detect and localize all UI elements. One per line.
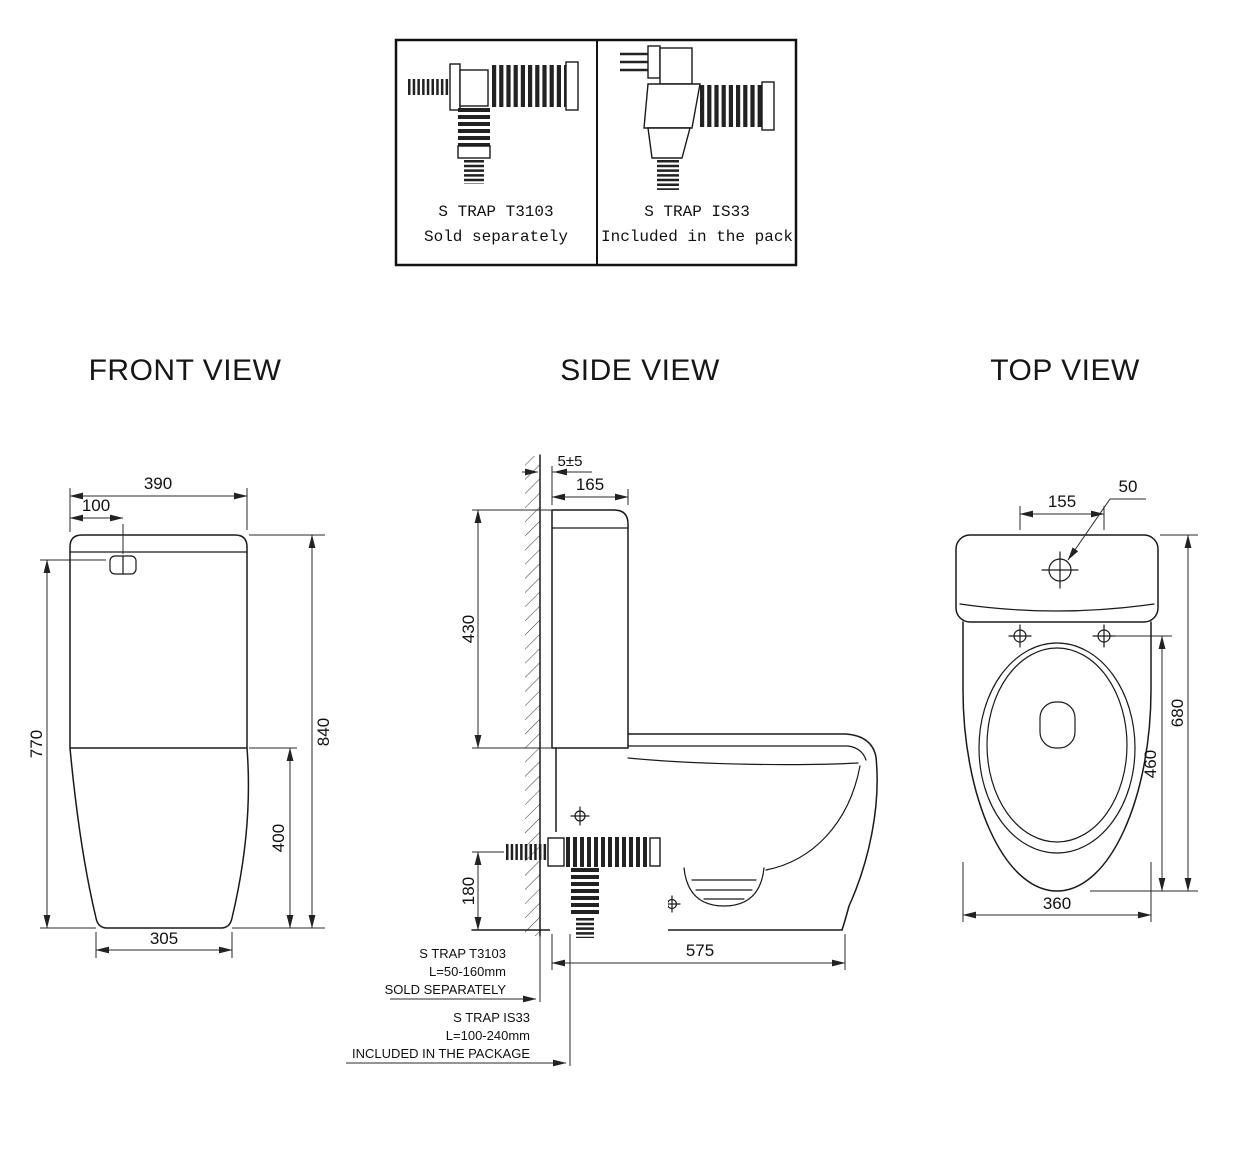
top-cistern xyxy=(955,534,1159,623)
svg-text:5±5: 5±5 xyxy=(558,453,583,470)
svg-text:50: 50 xyxy=(1119,477,1138,496)
side-dim-tank-height: 430 xyxy=(459,509,552,749)
svg-text:155: 155 xyxy=(1048,492,1076,511)
svg-text:S TRAP IS33: S TRAP IS33 xyxy=(453,1010,530,1025)
top-bowl-opening xyxy=(986,647,1128,843)
svg-text:305: 305 xyxy=(150,929,178,948)
top-inlet-hole xyxy=(1041,551,1079,589)
front-view-drawing: 390 100 770 840 400 xyxy=(27,474,333,958)
side-dim-outlet-height: 180 xyxy=(459,851,504,931)
top-outlet-hole xyxy=(1039,701,1076,749)
side-note-is33: S TRAP IS33 L=100-240mm INCLUDED IN THE … xyxy=(346,934,571,1067)
inset-t3103-availability: Sold separately xyxy=(424,228,568,246)
top-bolt-hole-right xyxy=(1092,624,1116,648)
svg-text:360: 360 xyxy=(1043,894,1071,913)
svg-text:400: 400 xyxy=(269,824,288,852)
inset-is33-availability: Included in the pack xyxy=(601,228,793,246)
svg-text:165: 165 xyxy=(576,475,604,494)
top-dim-bowl-width: 360 xyxy=(962,862,1152,922)
top-bolt-hole-left xyxy=(1008,624,1032,648)
top-dim-total-length: 680 xyxy=(1090,534,1198,892)
front-cistern xyxy=(69,534,248,749)
top-dim-bolt-spacing: 155 xyxy=(1019,492,1105,530)
side-inlet-crosshair xyxy=(570,806,590,826)
svg-text:L=100-240mm: L=100-240mm xyxy=(446,1028,530,1043)
top-dim-bowl-length: 460 xyxy=(1112,635,1172,892)
side-s-trap xyxy=(506,832,668,942)
front-pan xyxy=(69,747,250,929)
svg-text:S TRAP T3103: S TRAP T3103 xyxy=(419,946,506,961)
inset-t3103-drawing xyxy=(408,61,579,184)
top-view-title: TOP VIEW xyxy=(990,354,1140,387)
inset-t3103-code: S TRAP T3103 xyxy=(438,203,553,221)
side-bowl xyxy=(471,733,878,931)
front-view-title: FRONT VIEW xyxy=(89,354,282,387)
svg-text:180: 180 xyxy=(459,877,478,905)
side-dim-total-depth: 575 xyxy=(551,934,846,970)
inset-is33-drawing xyxy=(620,45,775,190)
front-flush-button xyxy=(109,555,137,575)
front-dim-total-height: 840 xyxy=(232,534,333,929)
side-cistern xyxy=(551,509,629,749)
svg-text:SOLD SEPARATELY: SOLD SEPARATELY xyxy=(385,982,507,997)
svg-text:575: 575 xyxy=(686,941,714,960)
svg-text:680: 680 xyxy=(1168,699,1187,727)
side-note-t3103: S TRAP T3103 L=50-160mm SOLD SEPARATELY xyxy=(385,934,541,1003)
front-dim-base-height: 400 xyxy=(249,747,297,929)
front-dim-tank-width: 390 xyxy=(69,474,248,532)
side-view-drawing: 5±5 165 430 180 575 S TR xyxy=(346,453,878,1067)
svg-text:390: 390 xyxy=(144,474,172,493)
svg-text:INCLUDED IN THE PACKAGE: INCLUDED IN THE PACKAGE xyxy=(352,1046,530,1061)
wall-hatch xyxy=(525,456,540,936)
front-dim-bowl-height: 770 xyxy=(27,559,106,929)
top-seat-outline xyxy=(962,621,1152,892)
svg-text:L=50-160mm: L=50-160mm xyxy=(429,964,506,979)
side-view-title: SIDE VIEW xyxy=(560,354,720,387)
top-seat-ring xyxy=(978,642,1136,854)
side-dim-tank-depth: 165 xyxy=(551,475,629,505)
inset-box: S TRAP T3103 Sold separately S TRAP IS33… xyxy=(394,38,798,267)
svg-text:770: 770 xyxy=(27,730,46,758)
top-view-drawing: 155 50 680 460 360 xyxy=(955,477,1198,922)
svg-text:840: 840 xyxy=(314,718,333,746)
front-dim-button-offset: 100 xyxy=(69,496,124,554)
top-dim-inlet-diameter: 50 xyxy=(1067,477,1146,561)
front-dim-base-width: 305 xyxy=(95,929,233,958)
svg-text:460: 460 xyxy=(1141,750,1160,778)
inset-is33-code: S TRAP IS33 xyxy=(644,203,750,221)
svg-text:100: 100 xyxy=(82,496,110,515)
svg-text:430: 430 xyxy=(459,615,478,643)
